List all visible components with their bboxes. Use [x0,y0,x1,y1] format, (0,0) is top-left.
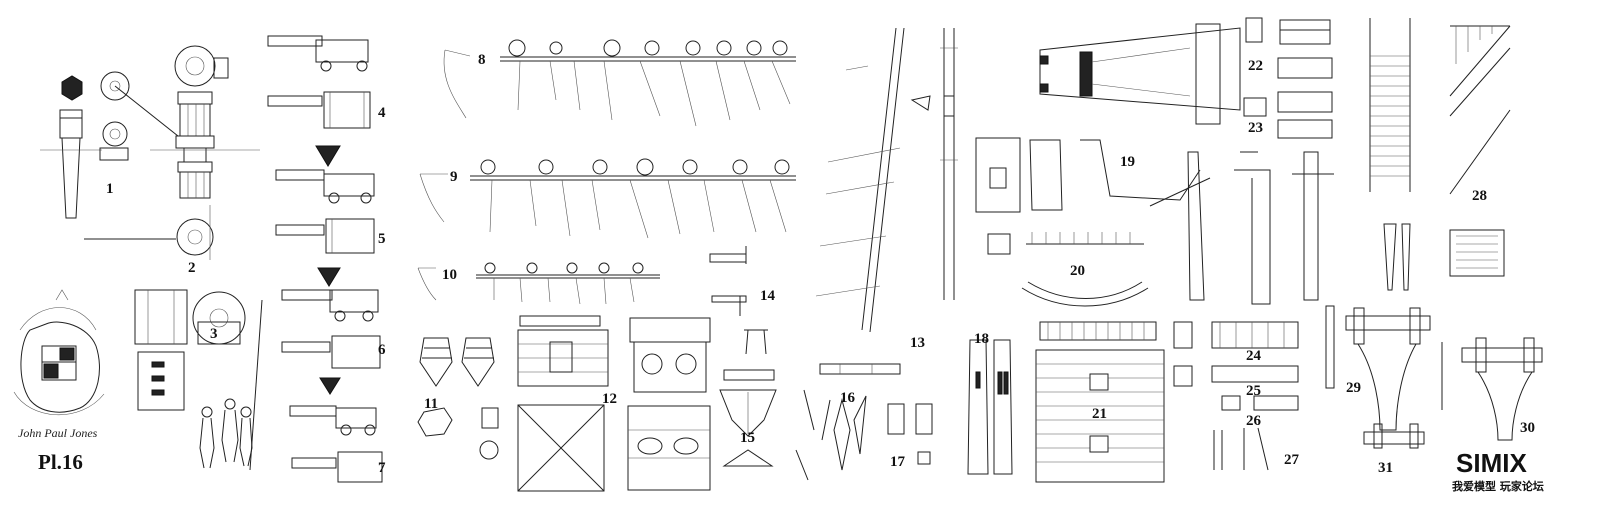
watermark-tagline: 我爱模型 玩家论坛 [1452,479,1544,493]
figure-number: 20 [1070,263,1085,279]
wheel-drawings [134,289,263,471]
mast-drawings [815,27,958,375]
figure-number: 14 [760,288,776,304]
figure-number: 23 [1248,120,1263,136]
figure-number: 28 [1472,188,1487,204]
figure-number: 22 [1248,58,1263,74]
stair-drawings [1369,18,1511,291]
plate-signature: John Paul Jones [18,426,98,440]
figure-number: 4 [378,105,386,121]
watermark: SIMIX 我爱模型 玩家论坛 [1452,448,1544,493]
figure-number: 6 [378,342,386,358]
figure-number: 2 [188,260,196,276]
figure-number: 17 [890,454,906,470]
watermark-logo: SIMIX [1456,448,1527,478]
figure-number: 12 [602,391,617,407]
tiller-drawings [975,23,1334,483]
furniture-drawings [1211,17,1333,471]
figure-number: 19 [1120,154,1135,170]
post-drawings [887,339,1013,475]
figure-number: 27 [1284,452,1300,468]
figure-number: 11 [424,396,438,412]
figure-number: 18 [974,331,989,347]
figure-number: 15 [740,430,755,446]
figure-number: 30 [1520,420,1535,436]
figure-number: 21 [1092,406,1107,422]
figure-number: 9 [450,169,458,185]
coat-of-arms-emblem [13,289,105,416]
plate-title: Pl.16 [38,450,83,474]
figure-number: 7 [378,460,386,476]
cannon-drawings [267,35,383,483]
figure-number: 24 [1246,348,1262,364]
figure-number: 1 [106,181,114,197]
figure-number: 13 [910,335,925,351]
galley-stove-drawings [517,315,711,492]
figure-number: 31 [1378,460,1393,476]
figure-number: 29 [1346,380,1361,396]
figure-number: 8 [478,52,486,68]
figure-number: 3 [210,326,218,342]
capstan-drawings [40,45,260,260]
lantern-drawings [417,337,499,460]
fittings-drawings [709,246,867,481]
bitts-drawings [1325,305,1543,449]
figure-number: 25 [1246,383,1261,399]
figure-number: 10 [442,267,457,283]
figure-number: 26 [1246,413,1262,429]
rigging-rails [417,39,796,305]
figure-number: 5 [378,231,386,247]
figure-number: 16 [840,390,856,406]
